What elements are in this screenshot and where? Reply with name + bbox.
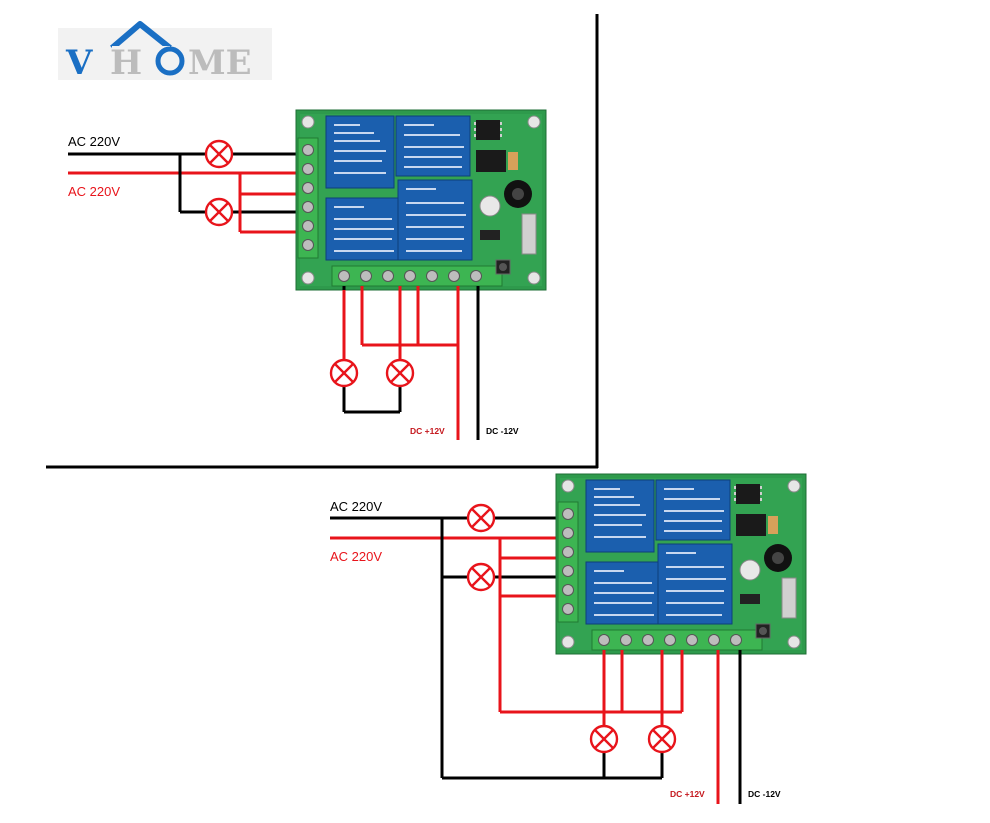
logo-letter-h: H: [110, 43, 142, 83]
bottom-ac-label-1: AC 220V: [330, 499, 382, 514]
vhome-logo: V H ME: [58, 21, 272, 83]
top-dc-lamp-1-icon: [329, 358, 359, 388]
bottom-ac-lamp-1-icon: [466, 503, 496, 533]
top-ac-wiring: [68, 152, 300, 234]
bottom-dc-wiring: [602, 650, 742, 804]
bottom-dc-minus-label: DC -12V: [748, 789, 781, 799]
top-relay-module-board: [295, 109, 547, 291]
top-dc-lamp-2-icon: [385, 358, 415, 388]
top-ac-lamp-1-icon: [204, 139, 234, 169]
bottom-dc-lamp-2-icon: [647, 724, 677, 754]
top-dc-minus-label: DC -12V: [486, 426, 519, 436]
top-diagram-frame: [46, 14, 599, 469]
top-ac-label-1: AC 220V: [68, 134, 120, 149]
logo-letter-v: V: [65, 43, 93, 83]
top-ac-label-2: AC 220V: [68, 184, 120, 199]
logo-circle-icon: [155, 46, 185, 76]
top-wiring-diagram: AC 220V AC 220V DC +12V DC -12V: [68, 109, 547, 440]
top-ac-lamp-2-icon: [204, 197, 234, 227]
bottom-ac-wiring: [330, 516, 682, 780]
bottom-wiring-diagram: AC 220V AC 220V DC +12V DC -12V: [330, 473, 807, 804]
logo-letters-me: ME: [188, 43, 252, 83]
bottom-dc-lamp-1-icon: [589, 724, 619, 754]
logo-roof-icon: [110, 21, 172, 51]
bottom-relay-module-board: [555, 473, 807, 655]
bottom-ac-lamp-2-icon: [466, 562, 496, 592]
top-dc-plus-label: DC +12V: [410, 426, 445, 436]
top-dc-wiring: [342, 286, 480, 440]
bottom-dc-plus-label: DC +12V: [670, 789, 705, 799]
bottom-ac-label-2: AC 220V: [330, 549, 382, 564]
